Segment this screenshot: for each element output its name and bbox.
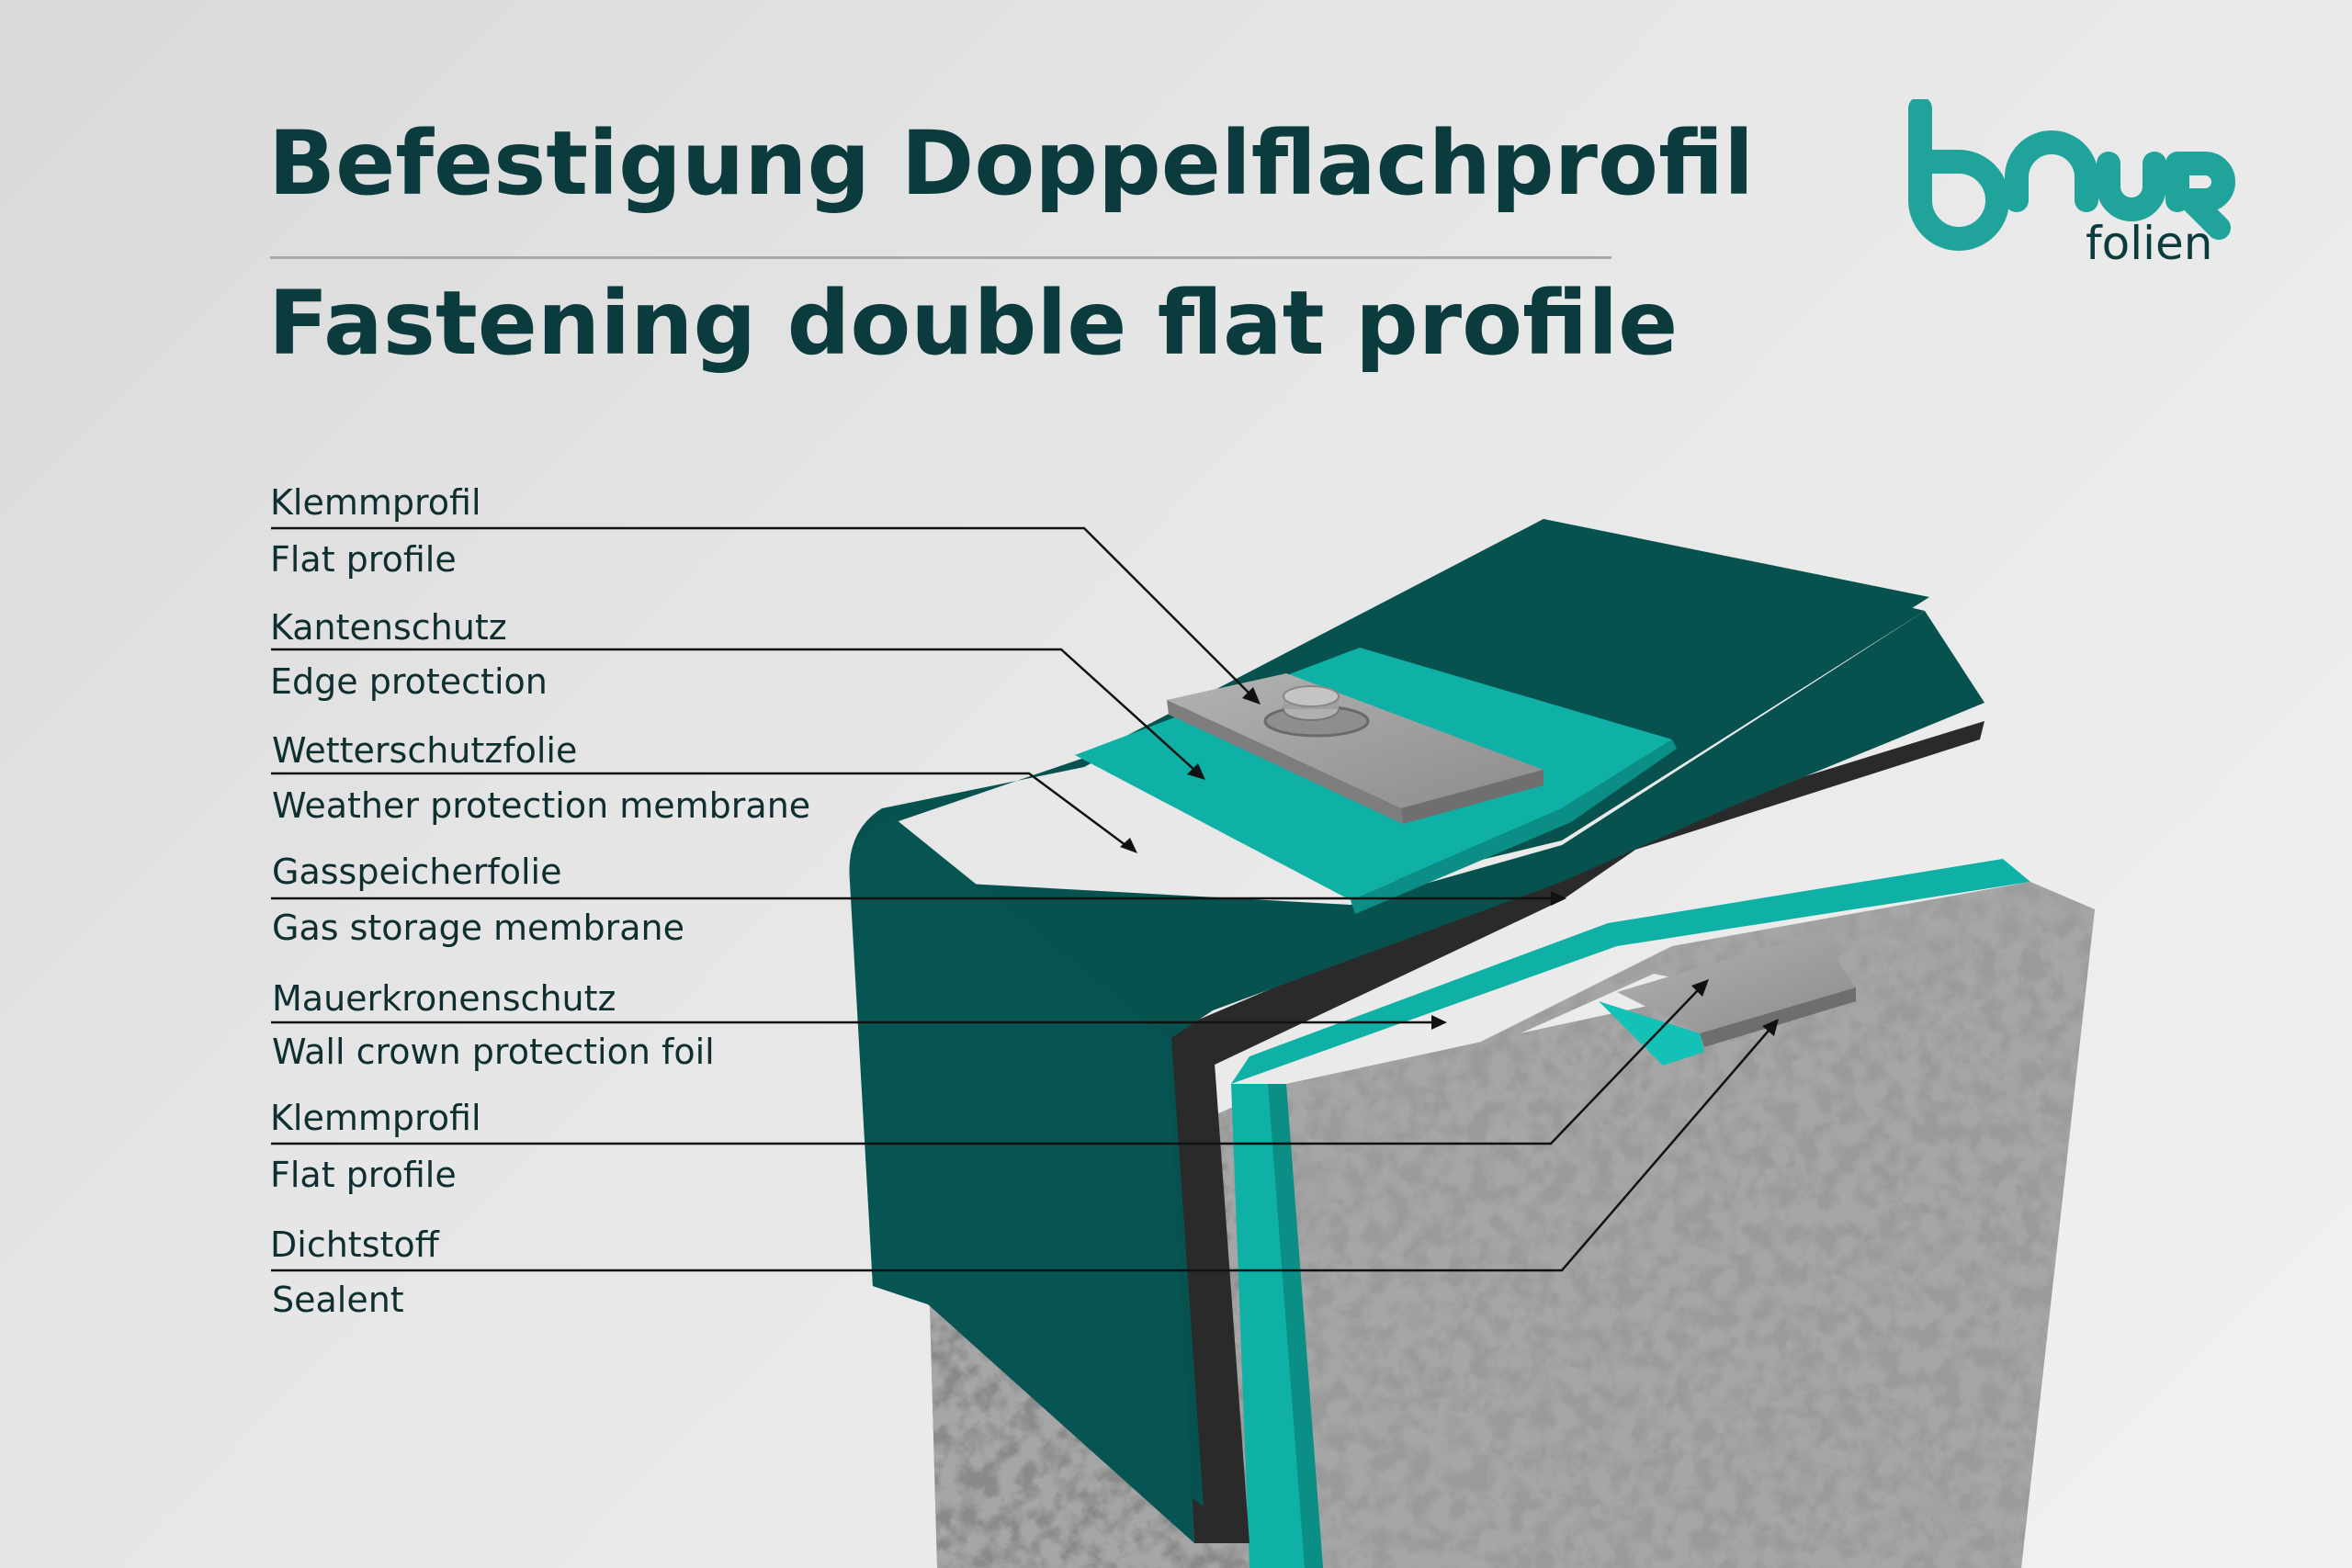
leader-line-3 — [271, 772, 1126, 847]
sealant — [1599, 1001, 1704, 1066]
leader-line-2 — [271, 648, 1195, 771]
leader-line-7 — [271, 1030, 1770, 1272]
logo-subtitle: folien — [2086, 217, 2213, 270]
label-3-de: Wetterschutzfolie — [272, 730, 578, 771]
label-4-en: Gas storage membrane — [272, 908, 684, 948]
concrete-right-face — [1286, 909, 2095, 1568]
leader-line-1 — [271, 526, 1250, 694]
label-5-en: Wall crown protection foil — [272, 1032, 715, 1072]
label-2-de: Kantenschutz — [270, 607, 507, 648]
label-4-de: Gasspeicherfolie — [272, 852, 562, 892]
lower-flat-profile — [1617, 932, 1856, 1033]
label-7-en: Sealent — [272, 1280, 404, 1320]
label-1-de: Klemmprofil — [270, 482, 481, 523]
baur-logo: baur — [1908, 99, 2235, 251]
page-title-de: Befestigung Doppelflachprofil — [268, 112, 1754, 215]
label-7-de: Dichtstoff — [270, 1224, 439, 1265]
title-divider — [270, 256, 1611, 259]
label-5-de: Mauerkronenschutz — [272, 978, 616, 1019]
page-title-en: Fastening double flat profile — [268, 272, 1679, 375]
leader-line-6 — [271, 989, 1699, 1145]
label-1-en: Flat profile — [270, 539, 457, 580]
concrete-top-face — [1305, 882, 2095, 1130]
label-2-en: Edge protection — [270, 661, 548, 702]
label-3-en: Weather protection membrane — [272, 785, 811, 826]
label-6-en: Flat profile — [270, 1155, 457, 1195]
label-6-de: Klemmprofil — [270, 1098, 481, 1138]
upper-flat-profile — [1167, 673, 1544, 808]
